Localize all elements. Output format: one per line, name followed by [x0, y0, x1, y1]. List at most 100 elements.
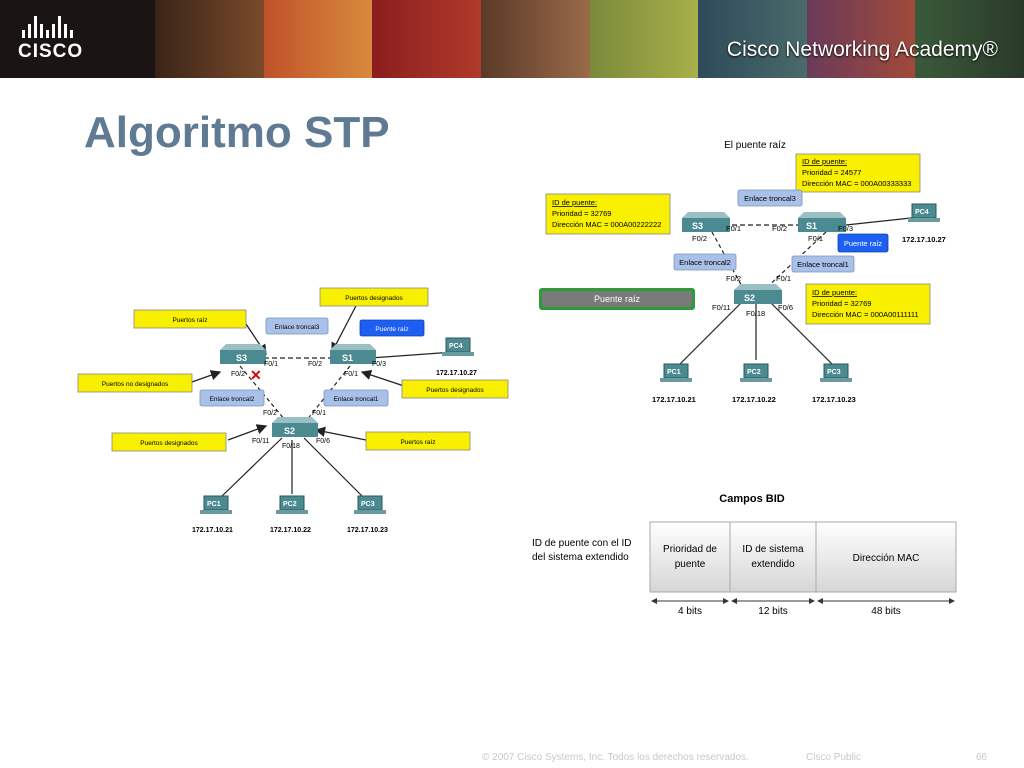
port-label: F0/6: [316, 438, 330, 445]
port-label: F0/1: [344, 371, 358, 378]
bid-left-label-line1: ID de puente con el ID: [532, 538, 632, 549]
svg-text:Dirección MAC: Dirección MAC: [853, 553, 920, 564]
bits-priority: 4 bits: [678, 606, 702, 617]
port-label: F0/1: [808, 234, 823, 243]
header-photo-strip: [155, 0, 1024, 78]
svg-text:172.17.10.21: 172.17.10.21: [652, 395, 696, 404]
svg-text:Puente raíz: Puente raíz: [594, 294, 641, 304]
left-stp-diagram: Puertos raíz Puertos designados Puertos …: [77, 287, 509, 534]
svg-text:PC4: PC4: [449, 343, 463, 350]
svg-text:172.17.10.23: 172.17.10.23: [812, 395, 856, 404]
svg-text:Prioridad de: Prioridad de: [663, 544, 717, 555]
svg-text:PC3: PC3: [361, 501, 375, 508]
switch-s3: S3: [220, 344, 266, 364]
port-label: F0/18: [746, 309, 765, 318]
header-banner: CISCO Cisco Networking Academy®: [0, 0, 1024, 78]
svg-text:Enlace troncal3: Enlace troncal3: [275, 324, 320, 331]
svg-text:ID de puente:: ID de puente:: [802, 157, 847, 166]
port-label: F0/18: [282, 443, 300, 450]
svg-text:Enlace troncal2: Enlace troncal2: [210, 396, 255, 403]
callout-puertos-no-designados: Puertos no designados: [77, 373, 193, 393]
pc3: PC3 172.17.10.23: [347, 495, 388, 534]
bid-fields-title: Campos BID: [719, 493, 784, 505]
svg-text:Prioridad = 32769: Prioridad = 32769: [552, 209, 611, 218]
academy-title: Cisco Networking Academy®: [726, 38, 998, 61]
pc4: PC4 172.17.10.27: [902, 203, 946, 244]
trunk2-label: Enlace troncal2: [673, 253, 737, 271]
switch-s2: S2: [734, 284, 782, 304]
svg-text:Prioridad = 32769: Prioridad = 32769: [812, 299, 871, 308]
footer-classification: Cisco Public: [806, 752, 862, 763]
bid-field-priority: Prioridad de puente: [649, 521, 731, 593]
port-label: F0/3: [372, 361, 386, 368]
svg-text:Enlace troncal2: Enlace troncal2: [679, 258, 731, 267]
port-label: F0/1: [726, 224, 741, 233]
cisco-wordmark: CISCO: [18, 41, 84, 62]
callout-puertos-designados-right: Puertos designados: [401, 379, 509, 399]
svg-text:Prioridad = 24577: Prioridad = 24577: [802, 168, 861, 177]
callout-puertos-designados-left: Puertos designados: [111, 432, 227, 452]
svg-text:PC1: PC1: [207, 501, 221, 508]
port-label: F0/1: [264, 361, 278, 368]
bits-system-id: 12 bits: [758, 606, 787, 617]
svg-text:PC4: PC4: [915, 209, 929, 216]
root-bridge-button[interactable]: Puente raíz: [538, 287, 696, 311]
pc1: PC1 172.17.10.21: [192, 495, 233, 534]
svg-text:PC3: PC3: [827, 369, 841, 376]
svg-text:Puertos designados: Puertos designados: [140, 440, 198, 447]
cisco-bars-icon: [22, 16, 98, 38]
svg-text:ID de puente:: ID de puente:: [552, 198, 597, 207]
svg-text:extendido: extendido: [751, 559, 795, 570]
port-label: F0/6: [778, 303, 793, 312]
svg-text:PC2: PC2: [283, 501, 297, 508]
root-bridge-label: Puente raíz: [359, 319, 425, 337]
svg-text:172.17.10.27: 172.17.10.27: [902, 235, 946, 244]
callout-puertos-designados-top: Puertos designados: [319, 287, 429, 307]
svg-text:ID de sistema: ID de sistema: [742, 544, 804, 555]
svg-text:Dirección MAC = 000A00111111: Dirección MAC = 000A00111111: [812, 310, 919, 319]
switch-s3: S3: [682, 212, 730, 232]
blocked-port-x-icon: ✕: [250, 367, 262, 383]
switch-s1: S1: [798, 212, 846, 232]
svg-text:Enlace troncal1: Enlace troncal1: [334, 396, 379, 403]
root-bridge-diagram-title: El puente raíz: [724, 140, 786, 151]
svg-text:172.17.10.22: 172.17.10.22: [270, 527, 311, 534]
switch-s2: S2: [272, 417, 318, 437]
cisco-logo: CISCO: [18, 16, 98, 62]
port-label: F0/2: [772, 224, 787, 233]
trunk2-label: Enlace troncal2: [199, 389, 265, 407]
svg-text:172.17.10.27: 172.17.10.27: [436, 370, 477, 377]
svg-text:Puertos raíz: Puertos raíz: [172, 317, 207, 324]
svg-text:Puertos no designados: Puertos no designados: [102, 381, 169, 388]
port-label: F0/2: [692, 234, 707, 243]
port-label: F0/2: [726, 274, 741, 283]
bid-fields-diagram: Campos BID ID de puente con el ID del si…: [532, 493, 957, 617]
svg-text:Puertos designados: Puertos designados: [345, 295, 403, 302]
callout-puertos-raiz-right: Puertos raíz: [365, 431, 471, 451]
root-bridge-label: Puente raíz: [837, 233, 889, 253]
callout-puertos-raiz-top: Puertos raíz: [133, 309, 247, 329]
bid-field-system-id: ID de sistema extendido: [729, 521, 817, 593]
trunk1-label: Enlace troncal1: [323, 389, 389, 407]
svg-text:PC1: PC1: [667, 369, 681, 376]
port-label: F0/3: [838, 224, 853, 233]
slide-title: Algoritmo STP: [84, 108, 390, 157]
bid-box-s1: ID de puente: Prioridad = 24577 Direcció…: [795, 153, 921, 193]
port-label: F0/11: [252, 438, 269, 445]
svg-text:Enlace troncal1: Enlace troncal1: [797, 260, 849, 269]
svg-text:puente: puente: [675, 559, 706, 570]
footer-copyright: © 2007 Cisco Systems, Inc. Todos los der…: [482, 752, 749, 763]
svg-text:Puente raíz: Puente raíz: [375, 326, 408, 333]
svg-text:Enlace troncal3: Enlace troncal3: [744, 194, 796, 203]
svg-text:Dirección MAC = 000A00222222: Dirección MAC = 000A00222222: [552, 220, 661, 229]
trunk1-label: Enlace troncal1: [791, 255, 855, 273]
svg-text:Puente raíz: Puente raíz: [844, 239, 883, 248]
svg-text:S2: S2: [284, 426, 295, 436]
svg-text:172.17.10.23: 172.17.10.23: [347, 527, 388, 534]
pc2: PC2 172.17.10.22: [270, 495, 311, 534]
bits-mac: 48 bits: [871, 606, 900, 617]
svg-text:Puertos designados: Puertos designados: [426, 387, 484, 394]
bid-left-label-line2: del sistema extendido: [532, 552, 629, 563]
svg-text:Dirección MAC = 000A00333333: Dirección MAC = 000A00333333: [802, 179, 911, 188]
trunk3-label: Enlace troncal3: [265, 317, 329, 335]
